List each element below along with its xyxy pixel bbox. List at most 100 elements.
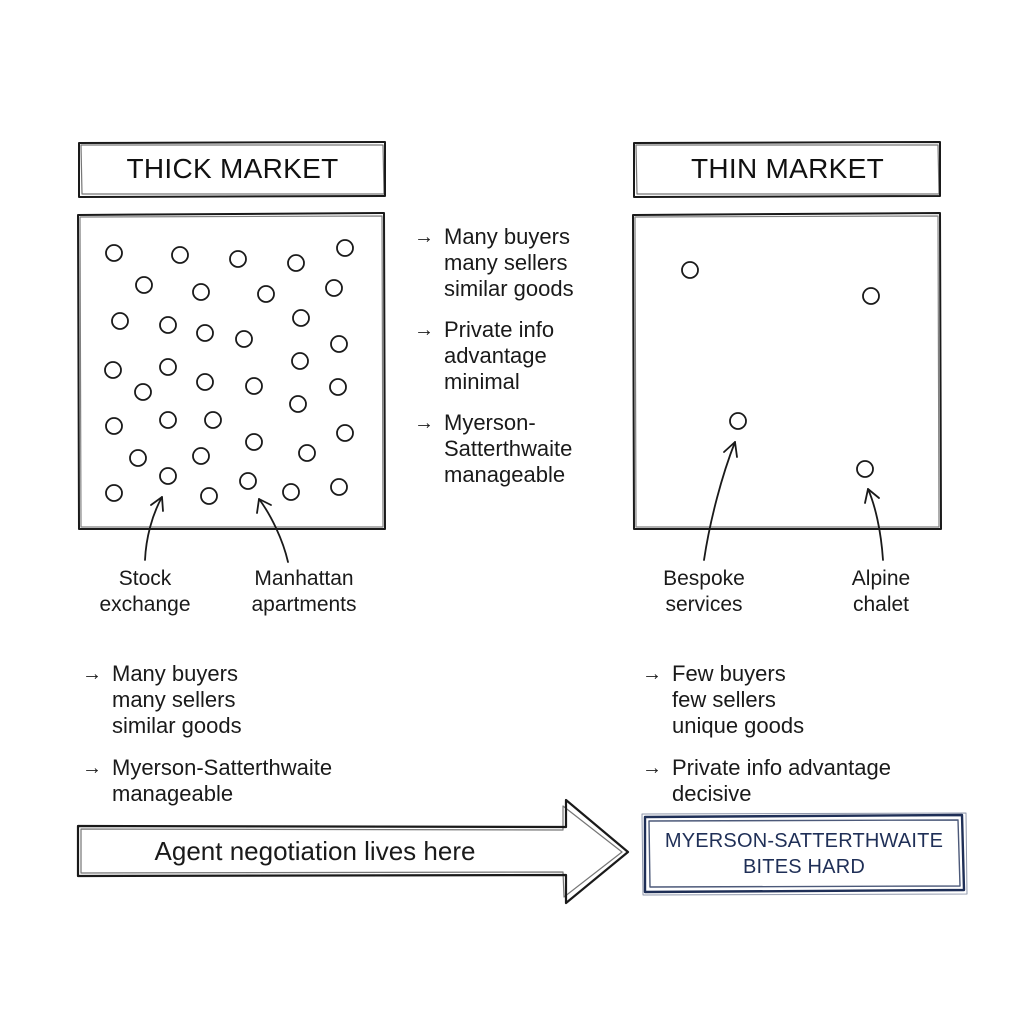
thin-market-panel — [632, 212, 942, 530]
stamp-text: MYERSON-SATTERTHWAITE BITES HARD — [648, 828, 960, 880]
note-line: Myerson-Satterthwaite — [112, 755, 333, 780]
example-stock-exchange: Stock exchange — [75, 566, 215, 618]
thin-note-1: → Few buyers few sellers unique goods — [642, 661, 804, 739]
example-line: Stock — [118, 567, 172, 590]
example-line: Manhattan — [254, 567, 354, 590]
participant-dot — [235, 330, 253, 348]
note-line: unique goods — [672, 713, 805, 738]
note-line: many sellers — [112, 687, 236, 712]
negotiation-banner-text: Agent negotiation lives here — [154, 836, 476, 866]
example-line: Bespoke — [663, 567, 745, 590]
example-alpine-chalet: Alpine chalet — [826, 566, 936, 618]
participant-dot — [336, 424, 354, 442]
thick-side-note-3: → Myerson- Satterthwaite manageable — [414, 410, 572, 488]
participant-dot — [192, 447, 210, 465]
participant-dot — [105, 484, 123, 502]
example-line: services — [665, 593, 743, 616]
thin-note-2: → Private info advantage decisive — [642, 755, 891, 807]
participant-dot — [111, 312, 129, 330]
thick-market-title-box — [78, 141, 386, 198]
note-line: Many buyers — [112, 661, 238, 686]
participant-dot — [229, 250, 247, 268]
participant-dot — [330, 335, 348, 353]
participant-dot — [292, 309, 310, 327]
example-manhattan-apartments: Manhattan apartments — [228, 566, 380, 618]
participant-dot — [282, 483, 300, 501]
participant-dot — [329, 378, 347, 396]
participant-dot — [105, 417, 123, 435]
example-bespoke-services: Bespoke services — [644, 566, 764, 618]
participant-dot — [245, 377, 263, 395]
participant-dot — [298, 444, 316, 462]
stamp-line: BITES HARD — [742, 856, 866, 878]
example-line: exchange — [99, 593, 191, 616]
note-line: minimal — [444, 369, 520, 394]
thick-market-participants — [104, 239, 354, 505]
note-line: Satterthwaite — [444, 436, 573, 461]
participant-dot — [681, 261, 699, 279]
thick-market-panel — [77, 212, 386, 530]
participant-dot — [135, 276, 153, 294]
example-line: chalet — [852, 593, 910, 616]
participant-dot — [104, 361, 122, 379]
note-line: similar goods — [444, 276, 574, 301]
participant-dot — [200, 487, 218, 505]
note-line: Private info advantage — [672, 755, 891, 780]
note-line: decisive — [672, 781, 752, 806]
arrow-bullet-icon: → — [414, 319, 434, 341]
participant-dot — [239, 472, 257, 490]
note-line: similar goods — [112, 713, 242, 738]
thick-side-note-2: → Private info advantage minimal — [414, 317, 554, 395]
manhattan-apartments-pointer — [256, 498, 289, 563]
arrow-bullet-icon: → — [642, 663, 662, 685]
alpine-chalet-pointer — [864, 488, 884, 561]
thin-market-title-box — [633, 141, 941, 198]
participant-dot — [257, 285, 275, 303]
participant-dot — [856, 460, 874, 478]
participant-dot — [171, 246, 189, 264]
participant-dot — [729, 412, 747, 430]
participant-dot — [204, 411, 222, 429]
participant-dot — [289, 395, 307, 413]
participant-dot — [129, 449, 147, 467]
example-line: apartments — [251, 593, 357, 616]
arrow-bullet-icon: → — [642, 757, 662, 779]
note-line: manageable — [112, 781, 234, 806]
participant-dot — [336, 239, 354, 257]
note-line: Private info — [444, 317, 555, 342]
participant-dot — [105, 244, 123, 262]
bespoke-services-pointer — [703, 441, 738, 561]
note-line: manageable — [444, 462, 566, 487]
participant-dot — [159, 411, 177, 429]
participant-dot — [159, 467, 177, 485]
arrow-bullet-icon: → — [414, 412, 434, 434]
participant-dot — [196, 324, 214, 342]
participant-dot — [192, 283, 210, 301]
stamp-line: MYERSON-SATTERTHWAITE — [664, 830, 944, 852]
note-line: Few buyers — [672, 661, 786, 686]
participant-dot — [287, 254, 305, 272]
note-line: many sellers — [444, 250, 568, 275]
note-line: Many buyers — [444, 224, 570, 249]
thick-note-1: → Many buyers many sellers similar goods — [82, 661, 242, 739]
arrow-bullet-icon: → — [82, 757, 102, 779]
note-line: few sellers — [672, 687, 776, 712]
participant-dot — [134, 383, 152, 401]
participant-dot — [159, 316, 177, 334]
thick-note-2: → Myerson-Satterthwaite manageable — [82, 755, 332, 807]
thin-market-participants — [681, 261, 880, 478]
thick-side-note-1: → Many buyers many sellers similar goods — [414, 224, 574, 302]
participant-dot — [291, 352, 309, 370]
participant-dot — [196, 373, 214, 391]
note-line: advantage — [444, 343, 547, 368]
participant-dot — [862, 287, 880, 305]
stamp-box — [641, 812, 968, 896]
stock-exchange-pointer — [144, 496, 164, 561]
thin-market-title: THIN MARKET — [690, 153, 885, 184]
thick-market-title: THICK MARKET — [126, 153, 339, 184]
participant-dot — [325, 279, 343, 297]
participant-dot — [330, 478, 348, 496]
participant-dot — [159, 358, 177, 376]
participant-dot — [245, 433, 263, 451]
